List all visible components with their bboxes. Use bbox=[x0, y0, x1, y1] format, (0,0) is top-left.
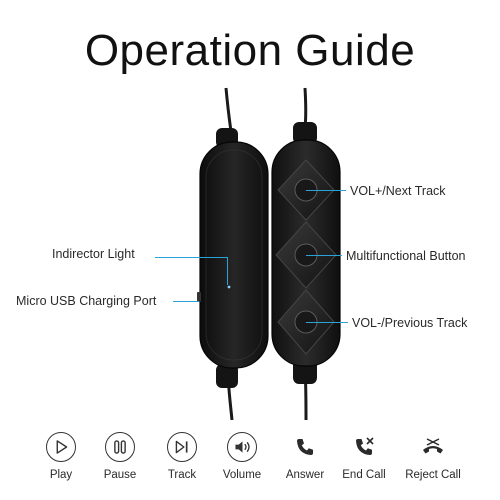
end-call-icon bbox=[349, 432, 379, 462]
indicator-light-label: Indirector Light bbox=[52, 247, 135, 261]
legend-label: End Call bbox=[342, 469, 386, 481]
left-control-unit bbox=[199, 141, 269, 369]
pause-icon bbox=[105, 432, 135, 462]
vol-up-label: VOL+/Next Track bbox=[350, 184, 446, 198]
legend-play: Play bbox=[31, 432, 91, 481]
usb-port bbox=[197, 292, 201, 302]
legend-end-call: End Call bbox=[334, 432, 394, 481]
vol-down-leader bbox=[306, 322, 348, 323]
legend-label: Answer bbox=[285, 469, 325, 481]
legend-reject-call: Reject Call bbox=[403, 432, 463, 481]
multifunction-leader bbox=[306, 255, 342, 256]
indicator-light-dot bbox=[227, 285, 231, 289]
legend-label: Play bbox=[49, 469, 73, 481]
reject-call-icon bbox=[418, 432, 448, 462]
legend-label: Track bbox=[167, 469, 197, 481]
legend-label: Volume bbox=[222, 469, 262, 481]
multifunction-label: Multifunctional Button bbox=[346, 249, 466, 263]
vol-down-label: VOL-/Previous Track bbox=[352, 316, 468, 330]
indicator-leader-drop bbox=[227, 257, 228, 285]
volume-icon bbox=[227, 432, 257, 462]
track-icon bbox=[167, 432, 197, 462]
answer-icon bbox=[290, 432, 320, 462]
legend-track: Track bbox=[152, 432, 212, 481]
legend-pause: Pause bbox=[90, 432, 150, 481]
charging-port-label: Micro USB Charging Port bbox=[16, 294, 157, 308]
charging-port-leader bbox=[173, 301, 199, 302]
indicator-leader bbox=[155, 257, 227, 258]
legend-label: Reject Call bbox=[405, 469, 461, 481]
legend-volume: Volume bbox=[212, 432, 272, 481]
play-icon bbox=[46, 432, 76, 462]
page-title: Operation Guide bbox=[84, 26, 416, 75]
legend-answer: Answer bbox=[275, 432, 335, 481]
legend-label: Pause bbox=[103, 469, 137, 481]
vol-up-leader bbox=[306, 190, 346, 191]
